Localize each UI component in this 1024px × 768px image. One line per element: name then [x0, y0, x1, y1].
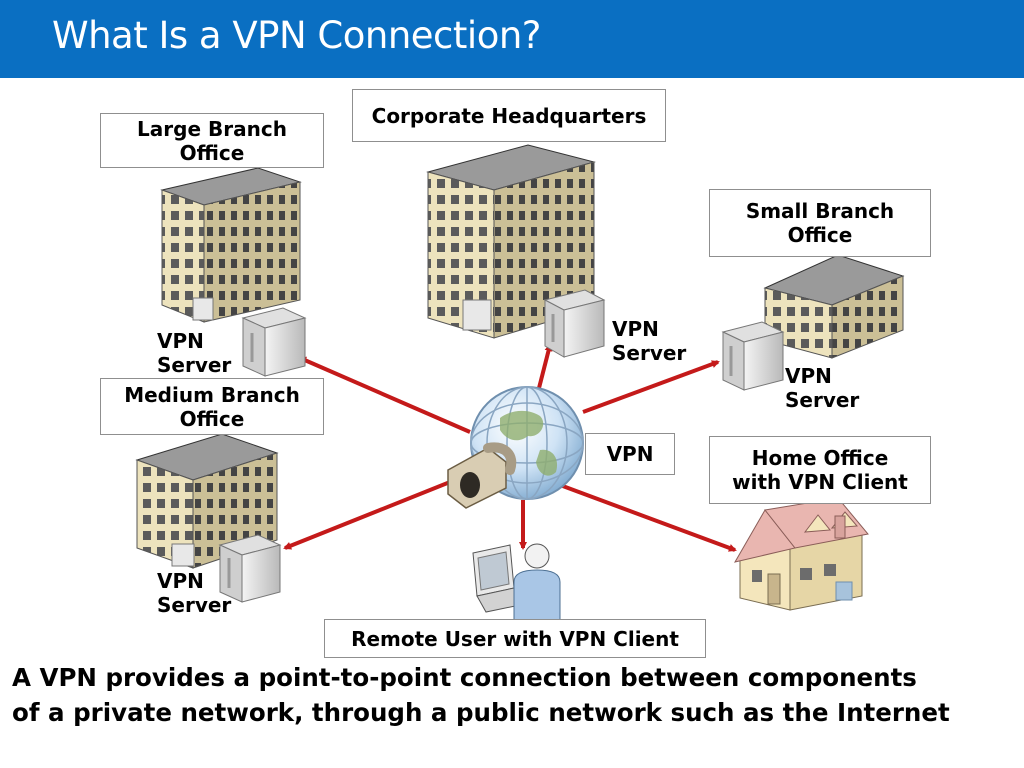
medium-branch-label-text: Medium Branch Office	[124, 382, 300, 431]
vpn-label-text: VPN	[606, 442, 654, 466]
small-branch-building	[763, 254, 905, 359]
home-office-label-text: Home Office with VPN Client	[732, 446, 908, 494]
small-branch-server-icon	[721, 321, 785, 391]
hq-server-icon	[543, 289, 606, 358]
vpn-server-label-hq: VPN Server	[612, 317, 687, 365]
small-branch-label-text: Small Branch Office	[745, 199, 895, 247]
arrow-to-home-office	[559, 483, 737, 552]
title-bar: What Is a VPN Connection?	[0, 0, 1024, 78]
corporate-hq-label: Corporate Headquarters	[352, 89, 666, 142]
connection-arrows	[283, 343, 737, 552]
arrow-to-medium-branch	[283, 478, 456, 550]
vpn-tunnel-icon	[447, 442, 517, 509]
remote-user-laptop-icon	[472, 544, 526, 613]
large-branch-building	[160, 167, 302, 323]
arrow-to-large-branch	[298, 356, 471, 434]
arrow-to-small-branch	[582, 360, 720, 414]
slide-caption: A VPN provides a point-to-point connecti…	[12, 663, 950, 727]
large-branch-label-text: Large Branch Office	[137, 116, 287, 165]
vpn-server-label-medium-branch: VPN Server	[157, 569, 232, 617]
medium-branch-label: Medium Branch Office	[100, 378, 324, 435]
corporate-hq-label-text: Corporate Headquarters	[371, 103, 647, 128]
home-office-label: Home Office with VPN Client	[709, 436, 931, 504]
vpn-server-label-large-branch: VPN Server	[157, 329, 232, 377]
vpn-server-label-small-branch: VPN Server	[785, 364, 860, 412]
remote-user-label: Remote User with VPN Client	[324, 619, 706, 658]
slide-title: What Is a VPN Connection?	[52, 14, 541, 57]
remote-user-label-text: Remote User with VPN Client	[351, 626, 679, 651]
small-branch-label: Small Branch Office	[709, 189, 931, 257]
arrow-to-hq	[536, 343, 553, 393]
large-branch-server-icon	[241, 307, 307, 377]
vpn-label: VPN	[585, 433, 675, 475]
medium-branch-server-icon	[218, 534, 282, 603]
home-office-house-icon	[733, 497, 869, 611]
remote-user-person-icon	[513, 543, 561, 621]
large-branch-label: Large Branch Office	[100, 113, 324, 168]
